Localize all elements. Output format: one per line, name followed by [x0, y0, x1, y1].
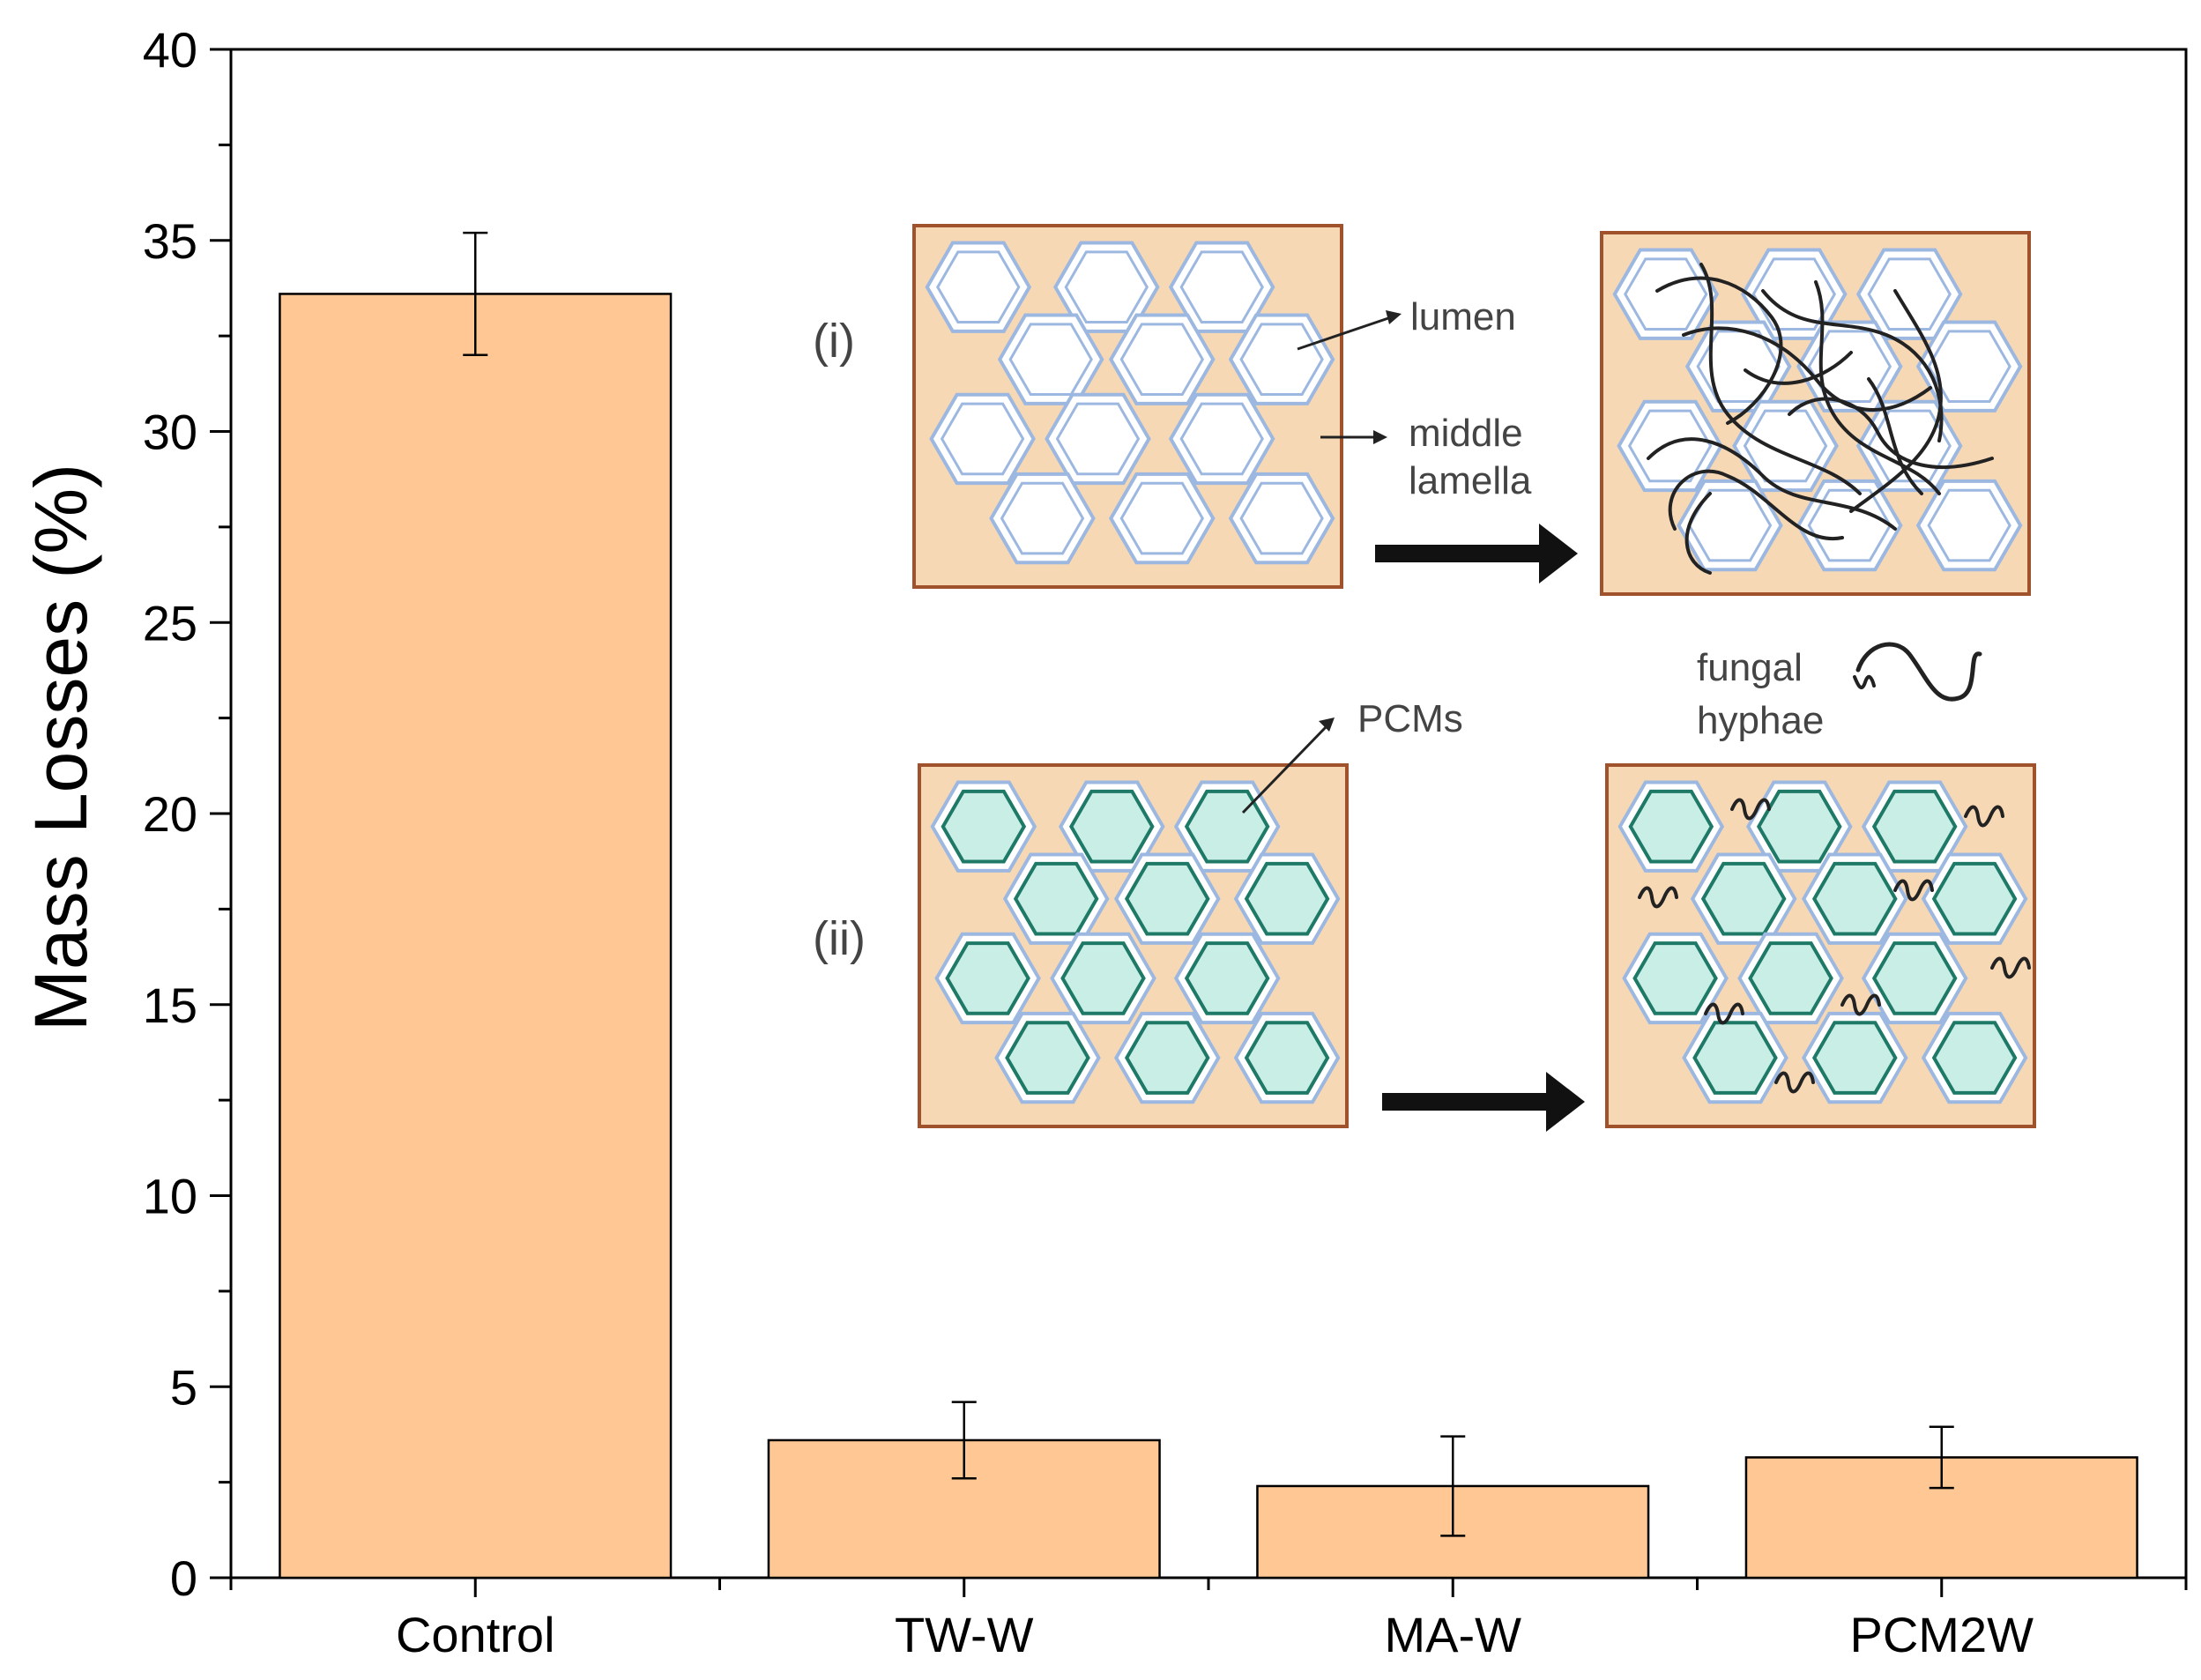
- lumen-cell: [1239, 323, 1324, 396]
- pointer-lamella: [1320, 430, 1387, 444]
- hypha-strand: [1744, 351, 1853, 385]
- x-axis-ticks: Control TW-W MA-W PCM2W: [229, 1578, 2188, 1662]
- lumen-cell: [1927, 488, 2011, 562]
- pcm-cell: [1931, 1021, 2018, 1095]
- label-lumen: lumen: [1410, 295, 1516, 338]
- label-pcms: PCMs: [1357, 697, 1463, 740]
- hypha-strand: [1655, 276, 1783, 425]
- y-tick-label: 30: [143, 405, 197, 460]
- y-tick-label: 10: [143, 1169, 197, 1224]
- pcm-cell: [1124, 1021, 1210, 1095]
- hypha-squiggle: [1730, 798, 1771, 821]
- lumen-cell: [1055, 402, 1141, 476]
- hypha-squiggle: [1774, 1071, 1815, 1094]
- label-i: (i): [813, 315, 855, 368]
- hypha-squiggle: [1964, 805, 2004, 828]
- y-tick-label: 40: [143, 22, 197, 78]
- pcm-cell: [1060, 941, 1146, 1015]
- pointer-lumen: [1297, 310, 1402, 351]
- panel-ii-before: [918, 763, 1349, 1128]
- pcm-cell: [1184, 789, 1270, 864]
- y-tick-label: 0: [170, 1550, 197, 1606]
- pcm-cell: [1244, 861, 1330, 936]
- lumen-cell: [1807, 488, 1892, 562]
- lumen-cell: [1000, 481, 1085, 555]
- pcm-cell: [941, 789, 1027, 864]
- pointer-pcms: [1241, 717, 1335, 814]
- hypha-squiggle: [1893, 879, 1934, 902]
- panel-ii-after: [1605, 763, 2036, 1128]
- y-tick-label: 35: [143, 213, 197, 269]
- hypha-strand: [1788, 397, 1994, 469]
- lumen-cell: [1239, 481, 1324, 555]
- x-tick-label: TW-W: [895, 1607, 1034, 1662]
- pcm-cell: [1700, 861, 1787, 936]
- pcm-cell: [945, 941, 1030, 1015]
- label-lamella: lamella: [1409, 459, 1532, 502]
- pcm-cell: [1871, 941, 1958, 1015]
- bar-control: [279, 293, 673, 1580]
- inset-diagram: (i) (ii) lumen middle lamella PCMs funga…: [813, 224, 2036, 1132]
- pcm-cell: [1811, 1021, 1898, 1095]
- pcm-cell: [1748, 941, 1833, 1015]
- lumen-cell: [1179, 250, 1264, 323]
- fungal-hyphae-network: [1647, 263, 1994, 575]
- x-tick-label: MA-W: [1384, 1607, 1521, 1662]
- lumen-cell: [1119, 323, 1205, 396]
- arrow-ii: [1382, 1072, 1585, 1132]
- hypha-strand: [1849, 289, 1943, 513]
- hypha-strand: [1682, 326, 1932, 412]
- lumen-cell: [1867, 257, 1952, 331]
- lumen-cell: [940, 402, 1025, 476]
- pcm-cell: [1005, 1021, 1090, 1095]
- hypha-strand: [1668, 469, 1844, 541]
- pcm-cell: [1871, 789, 1958, 864]
- y-axis-title: Mass Losses (%): [19, 464, 102, 1031]
- label-hyphae: hyphae: [1697, 699, 1824, 742]
- lumen-cell: [1624, 257, 1708, 331]
- y-tick-label: 25: [143, 595, 197, 650]
- y-tick-label: 5: [170, 1359, 197, 1415]
- pcm-cell: [1632, 941, 1718, 1015]
- y-tick-label: 15: [143, 978, 197, 1033]
- hypha-squiggle: [1990, 956, 2031, 979]
- label-ii: (ii): [813, 912, 866, 965]
- pcm-cell: [1244, 1021, 1330, 1095]
- hypha-legend-icon: [1855, 642, 1982, 702]
- pcm-cell: [1628, 789, 1714, 864]
- pcm-cell: [1931, 861, 2018, 936]
- label-fungal: fungal: [1697, 646, 1803, 689]
- x-tick-label: Control: [396, 1607, 555, 1662]
- lumen-cell: [1927, 330, 2011, 403]
- pcm-cell: [1184, 941, 1270, 1015]
- y-tick-label: 20: [143, 786, 197, 842]
- lumen-cell: [1627, 409, 1713, 483]
- hypha-squiggle: [1704, 1002, 1744, 1025]
- pcm-cell: [1811, 861, 1898, 936]
- hypha-squiggle: [1638, 886, 1678, 909]
- pcm-cell: [1013, 861, 1099, 936]
- label-middle: middle: [1409, 412, 1523, 455]
- pcm-cell: [1068, 789, 1155, 864]
- pcm-cell: [1124, 861, 1210, 936]
- hypha-strand: [1867, 377, 1923, 495]
- hypha-strand: [1699, 263, 1862, 495]
- x-tick-label: PCM2W: [1850, 1607, 2034, 1662]
- panel-i-before: [912, 224, 1343, 589]
- arrow-i: [1375, 524, 1578, 584]
- lumen-cell: [1179, 402, 1264, 476]
- fungal-hyphae-small: [1638, 798, 2031, 1094]
- hypha-strand: [1684, 492, 1712, 575]
- pcm-cell: [1756, 789, 1842, 864]
- y-axis-ticks: 0 5 10 15 20 25 30 35 40: [143, 22, 231, 1606]
- hypha-squiggle: [1840, 993, 1881, 1016]
- hypha-legend-icon-2: [1853, 674, 1876, 690]
- lumen-cell: [1064, 250, 1149, 323]
- lumen-cell: [1751, 257, 1837, 331]
- pcm-cell: [1692, 1021, 1778, 1095]
- lumen-cell: [936, 250, 1021, 323]
- error-bars-group: [463, 231, 1954, 1537]
- lumen-cell: [1119, 481, 1205, 555]
